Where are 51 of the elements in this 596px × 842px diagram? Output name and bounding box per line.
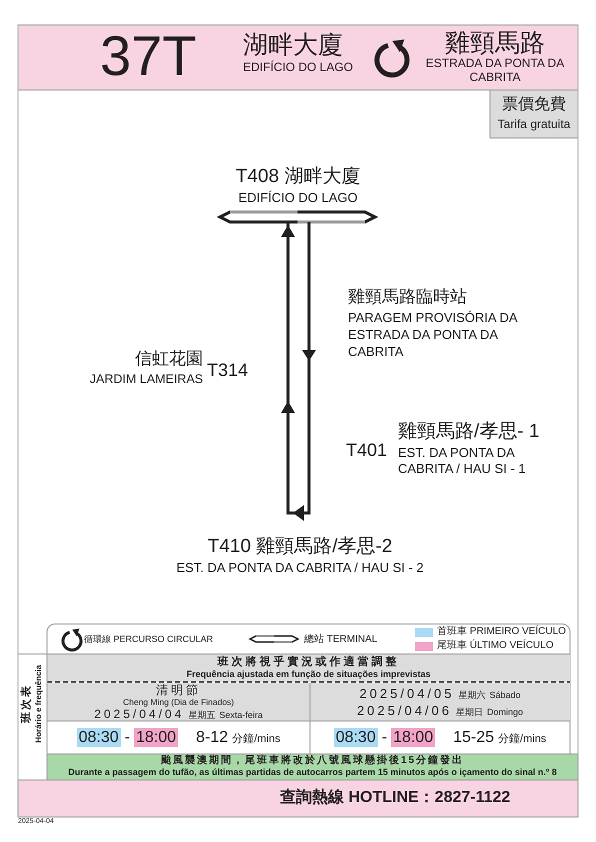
legend-text: 總站 TERMINAL (304, 634, 378, 646)
date-text: 2025/04/05 (359, 686, 455, 702)
terminal-stop-name: EDIFÍCIO DO LAGO (237, 190, 359, 206)
time-separator: - (124, 728, 130, 748)
fare-text: 票價免費 (501, 95, 567, 114)
terminal-stop-name: T408 湖畔大廈 (234, 166, 362, 189)
destination-name: 湖畔大廈 (243, 30, 343, 60)
stop-name: JARDIM LAMEIRAS (88, 372, 203, 387)
terminal-stop-name: EST. DA PONTA DA CABRITA / HAU SI - 2 (175, 560, 425, 576)
stop-code: T401 (346, 440, 388, 462)
stop-name: EST. DA PONTA DA CABRITA / HAU SI - 1 (398, 445, 527, 478)
destination-name: EDIFÍCIO DO LAGO (243, 60, 354, 74)
route-number: 37T (100, 23, 196, 89)
stop-name: PARAGEM PROVISÓRIA DA ESTRADA DA PONTA DA CABRITA (348, 310, 518, 361)
holiday-name: 清明節 (155, 683, 202, 698)
typhoon-notice-text: Durante a passagem do tufão, as últimas partidas de autocarros partem 15 minutos após o içamento do sinal n.º 8 (67, 767, 558, 778)
fare-text: Tarifa gratuita (496, 117, 572, 132)
notice-text: 班次將視乎實況或作適當調整 (216, 656, 400, 670)
first-bus-time: 08:30 (334, 728, 378, 748)
notice-text: Frequência ajustada em função de situações imprevistas (185, 669, 432, 680)
weekday-text: 星期六 (458, 690, 486, 701)
holiday-name: Cheng Ming (Dia de Finados) (122, 697, 236, 708)
frequency-text: 8-12 (196, 728, 228, 748)
legend-text: 首班車 PRIMEIRO VEÍCULO (437, 626, 566, 638)
hotline-text: 查詢熱線 HOTLINE：2827-1122 (280, 788, 510, 808)
side-label: Horário e frequência (34, 664, 44, 745)
destination-name: ESTRADA DA PONTA DA CABRITA (425, 57, 565, 85)
stop-name: 信虹花園 (134, 349, 203, 370)
stop-name: 雞頸馬路臨時站 (348, 287, 467, 308)
weekday-text: 星期日 (456, 707, 484, 718)
frequency-unit: 分鐘/mins (498, 733, 546, 746)
first-bus-time: 08:30 (76, 728, 121, 748)
stop-code: T314 (207, 360, 248, 382)
stop-name: 雞頸馬路/孝思- 1 (398, 421, 540, 444)
side-label: 班次表 (20, 683, 34, 726)
typhoon-notice-text: 颱風襲澳期間，尾班車將改於八號風球懸掛後15分鐘發出 (160, 755, 466, 767)
weekday-text: Domingo (487, 707, 524, 718)
legend-text: 循環線 PERCURSO CIRCULAR (84, 634, 214, 645)
terminal-stop-name: T410 雞頸馬路/孝思-2 (206, 536, 394, 559)
last-bus-time: 18:00 (391, 728, 436, 748)
destination-name: 雞頸馬路 (444, 28, 546, 58)
weekday-text: Sexta-feira (219, 710, 263, 721)
legend-text: 尾班車 ÚLTIMO VEÍCULO (437, 640, 554, 652)
date-text: 2025/04/06 (356, 703, 452, 719)
weekday-text: 星期五 (188, 710, 216, 721)
weekday-text: Sábado (490, 690, 521, 701)
date-text: 2025/04/04 (94, 707, 184, 722)
time-separator: - (382, 728, 388, 748)
last-bus-time: 18:00 (134, 728, 178, 748)
frequency-unit: 分鐘/mins (232, 733, 280, 746)
frequency-text: 15-25 (453, 728, 494, 748)
